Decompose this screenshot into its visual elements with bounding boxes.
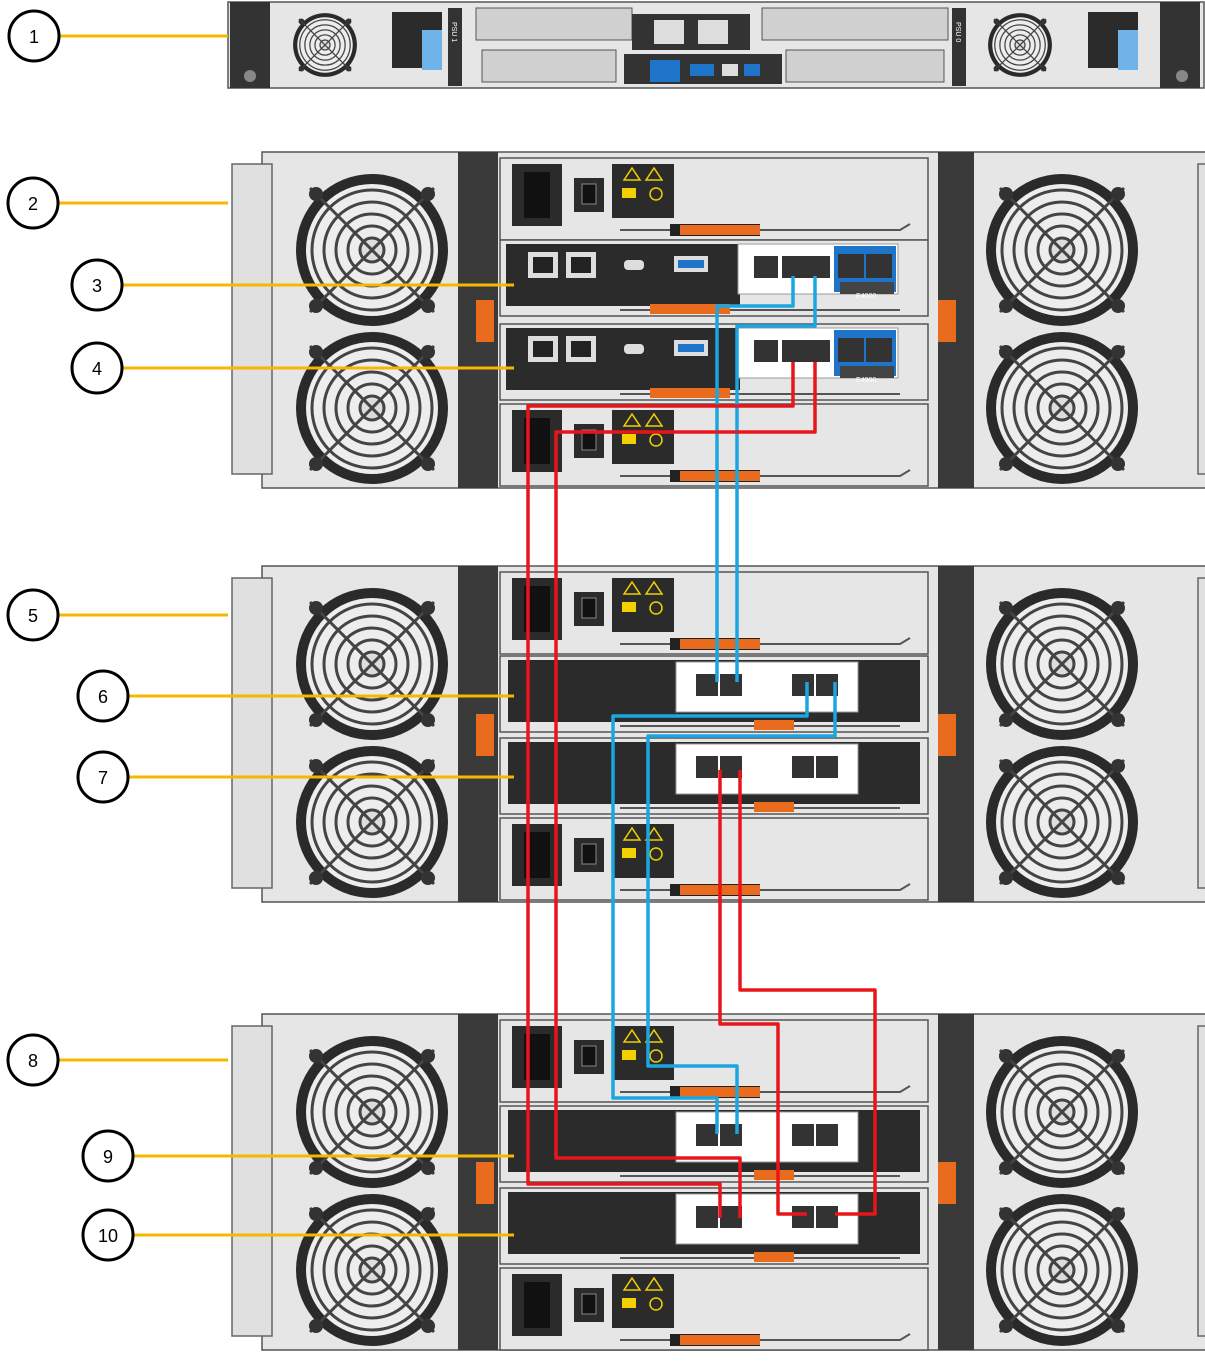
controller-b: E4000 (499, 323, 929, 401)
callout-6: 6 (76, 669, 514, 723)
usb-port-icon (690, 64, 714, 76)
callout-number: 6 (98, 687, 108, 707)
callout-number: 9 (103, 1147, 113, 1167)
cable-red-3 (718, 770, 807, 1216)
callout-8: 8 (6, 1033, 228, 1087)
callout-1: 1 (7, 9, 228, 63)
callout-10: 10 (81, 1208, 514, 1262)
power-supply-top (499, 571, 929, 655)
cable-red-4 (738, 770, 877, 1216)
controller-b-model: E4000 (856, 377, 876, 384)
cable-red-2 (554, 362, 817, 1218)
rj45-port-icon (698, 20, 728, 44)
storagegrid-appliance: PSU 1 PSU 0 (227, 1, 1205, 89)
iom-b (499, 1187, 929, 1265)
callout-number: 10 (98, 1226, 118, 1246)
cable-blue-2 (735, 276, 817, 682)
iom-a (499, 655, 929, 733)
callout-number: 5 (28, 606, 38, 626)
callout-number: 4 (92, 359, 102, 379)
psu-left-label: PSU 1 (450, 22, 457, 42)
controller-a: E4000 (499, 239, 929, 317)
cable-blue-1 (715, 276, 795, 682)
callout-9: 9 (81, 1129, 514, 1183)
iom-b (499, 737, 929, 815)
rj45-port-icon (650, 60, 680, 82)
fan-icon (292, 12, 358, 78)
power-supply-top (499, 1019, 929, 1103)
fan-icon (987, 12, 1053, 78)
callout-number: 7 (98, 768, 108, 788)
power-supply-top (499, 157, 929, 241)
callout-2: 2 (6, 176, 228, 230)
controller-a-model: E4000 (856, 293, 876, 300)
callout-number: 1 (29, 27, 39, 47)
callout-7: 7 (76, 750, 514, 804)
cable-blue-3 (611, 682, 809, 1134)
blue-cables (611, 276, 837, 1134)
callouts: 1 2 3 4 5 6 7 (6, 9, 514, 1262)
callout-number: 2 (28, 194, 38, 214)
iom-a (499, 1105, 929, 1183)
psu-right-label: PSU 0 (954, 22, 961, 42)
power-supply-bottom (499, 817, 929, 901)
callout-number: 3 (92, 276, 102, 296)
power-supply-bottom (499, 1267, 929, 1351)
power-supply-bottom (499, 403, 929, 487)
callout-5: 5 (6, 588, 228, 642)
callout-4: 4 (70, 341, 514, 395)
callout-3: 3 (70, 258, 514, 312)
red-cables (526, 362, 877, 1218)
cable-blue-4 (646, 682, 837, 1134)
cable-red-1 (526, 362, 795, 1218)
rj45-port-icon (654, 20, 684, 44)
callout-number: 8 (28, 1051, 38, 1071)
